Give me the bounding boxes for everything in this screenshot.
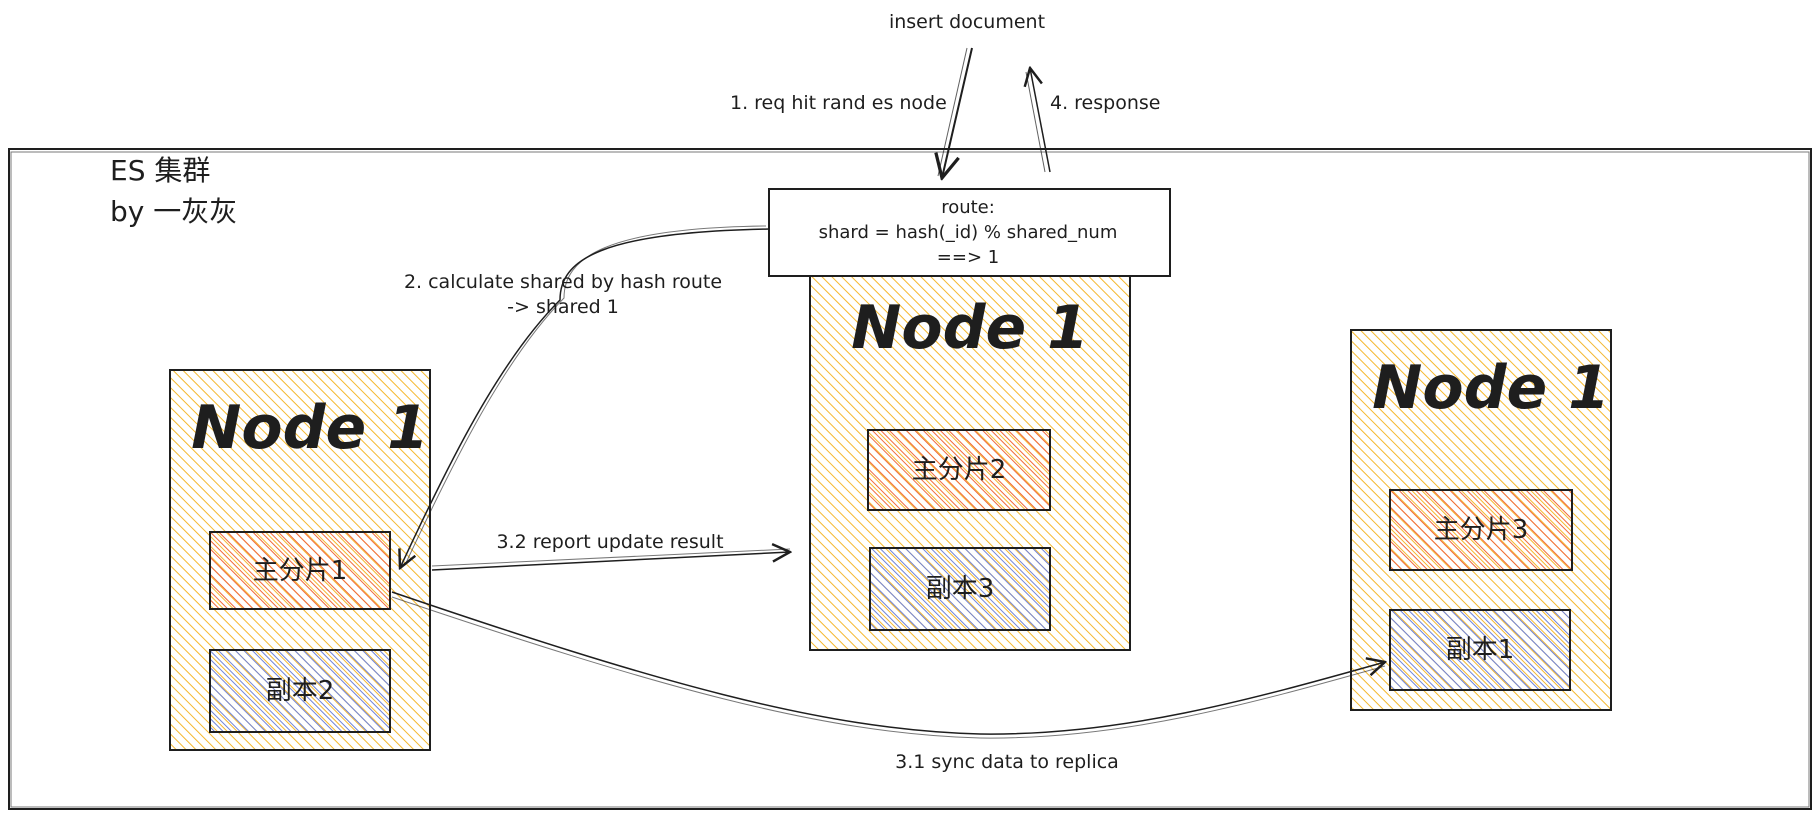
node-1-primary-shard: 主分片1 — [209, 531, 391, 610]
node-3: Node 1 主分片3 副本1 — [1350, 329, 1612, 711]
report-result-label: 3.2 report update result — [496, 531, 723, 553]
request-label: 1. req hit rand es node — [730, 92, 947, 114]
node-2-replica-shard: 副本3 — [869, 547, 1051, 631]
response-label: 4. response — [1050, 92, 1160, 114]
route-box: route: shard = hash(_id) % shared_num ==… — [768, 188, 1171, 277]
response-arrow — [1026, 68, 1051, 173]
request-arrow — [938, 47, 973, 178]
node-2-replica-label: 副本3 — [926, 574, 995, 604]
report-result-arrow — [431, 549, 790, 571]
node-1-replica-shard: 副本2 — [209, 649, 391, 733]
route-line-1: route: — [941, 197, 995, 218]
cluster-boundary — [8, 148, 1812, 810]
cluster-title: ES 集群 — [110, 154, 210, 187]
calculate-shard-label-line-1: 2. calculate shared by hash route — [404, 271, 722, 293]
insert-document-label: insert document — [889, 11, 1045, 33]
node-2: Node 1 主分片2 副本3 — [809, 269, 1131, 651]
sync-replica-label: 3.1 sync data to replica — [895, 751, 1119, 773]
node-2-primary-shard: 主分片2 — [867, 429, 1051, 511]
calculate-shard-arrow — [400, 225, 770, 568]
node-3-title: Node 1 — [1372, 353, 1610, 423]
node-3-replica-label: 副本1 — [1446, 635, 1515, 665]
node-3-primary-shard: 主分片3 — [1389, 489, 1573, 571]
route-line-2: shard = hash(_id) % shared_num — [819, 222, 1118, 243]
node-1: Node 1 主分片1 副本2 — [169, 369, 431, 751]
sync-replica-arrow — [391, 591, 1385, 739]
node-1-primary-label: 主分片1 — [253, 556, 348, 586]
node-2-title: Node 1 — [851, 293, 1089, 363]
calculate-shard-label-line-2: -> shared 1 — [507, 296, 619, 318]
node-1-title: Node 1 — [191, 393, 429, 463]
node-2-primary-label: 主分片2 — [912, 455, 1007, 485]
route-line-3: ==> 1 — [937, 247, 999, 268]
node-3-primary-label: 主分片3 — [1434, 515, 1529, 545]
node-1-replica-label: 副本2 — [266, 676, 335, 706]
node-3-replica-shard: 副本1 — [1389, 609, 1571, 691]
cluster-author: by 一灰灰 — [110, 195, 237, 228]
